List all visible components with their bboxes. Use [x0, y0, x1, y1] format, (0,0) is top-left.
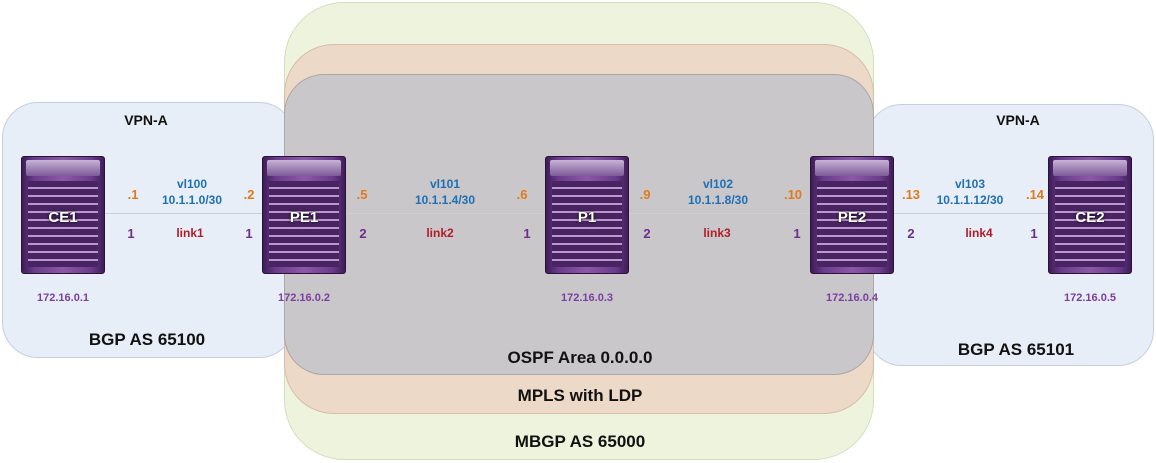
- link2-right-ip: .6: [516, 187, 528, 202]
- link2-vlan: vl101: [429, 177, 461, 191]
- link4-line: [894, 213, 1048, 214]
- ospf-area-label: OSPF Area 0.0.0.0: [507, 348, 653, 367]
- router-p1: P1: [545, 156, 629, 274]
- link3-left-port: 2: [643, 226, 651, 241]
- p1-loopback: 172.16.0.3: [561, 292, 613, 304]
- pe2-loopback: 172.16.0.4: [826, 292, 878, 304]
- link1-line: [104, 213, 264, 214]
- link1-left-ip: .1: [127, 187, 139, 202]
- mpls-label: MPLS with LDP: [517, 386, 643, 405]
- link4-right-ip: .14: [1025, 187, 1045, 202]
- vpn-a-left-title: VPN-A: [124, 112, 168, 128]
- link1-right-port: 1: [245, 226, 253, 241]
- vpn-a-right-title: VPN-A: [996, 112, 1040, 128]
- link3-left-ip: .9: [639, 187, 651, 202]
- router-ce2-name: CE2: [1075, 209, 1105, 226]
- link3-line: [628, 213, 812, 214]
- router-ce2: CE2: [1048, 156, 1132, 274]
- router-pe2: PE2: [810, 156, 894, 274]
- link4-name: link4: [965, 226, 993, 240]
- link1-subnet: 10.1.1.0/30: [161, 193, 223, 207]
- link2-right-port: 1: [523, 226, 531, 241]
- mbgp-label: MBGP AS 65000: [514, 432, 646, 451]
- link3-right-port: 1: [793, 226, 801, 241]
- bgp-as-right-label: BGP AS 65101: [957, 340, 1075, 359]
- link3-vlan: vl102: [702, 177, 734, 191]
- pe1-loopback: 172.16.0.2: [278, 292, 330, 304]
- router-pe2-name: PE2: [837, 209, 867, 226]
- router-ce1: CE1: [21, 156, 105, 274]
- link1-name: link1: [176, 226, 204, 240]
- link3-name: link3: [703, 226, 731, 240]
- router-ce1-name: CE1: [48, 209, 78, 226]
- link4-left-ip: .13: [901, 187, 921, 202]
- link1-left-port: 1: [127, 226, 135, 241]
- link2-name: link2: [426, 226, 454, 240]
- link3-subnet: 10.1.1.8/30: [687, 193, 749, 207]
- router-pe1-name: PE1: [289, 209, 319, 226]
- ce2-loopback: 172.16.0.5: [1064, 292, 1116, 304]
- bgp-as-left-label: BGP AS 65100: [88, 330, 206, 349]
- link3-right-ip: .10: [783, 187, 803, 202]
- link2-left-ip: .5: [356, 187, 368, 202]
- link2-subnet: 10.1.1.4/30: [414, 193, 476, 207]
- link4-left-port: 2: [907, 226, 915, 241]
- link1-right-ip: .2: [243, 187, 255, 202]
- router-pe1: PE1: [262, 156, 346, 274]
- router-p1-name: P1: [577, 209, 597, 226]
- link1-vlan: vl100: [176, 177, 208, 191]
- link4-right-port: 1: [1030, 226, 1038, 241]
- link2-left-port: 2: [359, 226, 367, 241]
- link4-subnet: 10.1.1.12/30: [936, 193, 1004, 207]
- link4-vlan: vl103: [954, 177, 986, 191]
- ce1-loopback: 172.16.0.1: [37, 292, 89, 304]
- link2-line: [346, 213, 546, 214]
